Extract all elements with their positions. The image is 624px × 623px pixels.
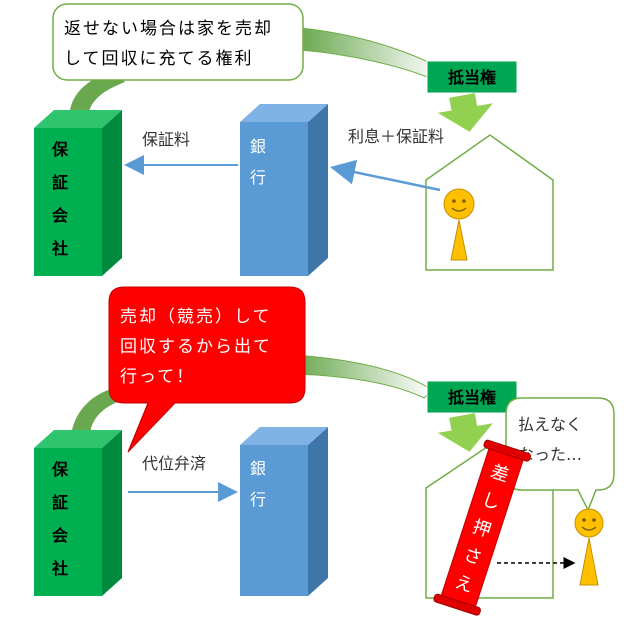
guarantor-char-4-top: 社: [51, 239, 68, 258]
guarantor-speech-connector: [72, 388, 122, 434]
seizure-char-4: さ: [461, 544, 485, 570]
person-bottom: [574, 508, 604, 586]
person-top: [443, 188, 475, 261]
guarantor-char-1-top: 保: [51, 140, 69, 159]
seizure-banner: 差 し 押 さ え: [433, 439, 532, 616]
guarantor-char-3-top: 会: [52, 206, 68, 225]
top-scenario: 返せない場合は家を売却 して回収に充てる権利 抵当権 保 証 会: [34, 3, 554, 276]
mortgage-arrow-top: [437, 93, 493, 132]
foreclosure-speech-bubble: 売却（競売）して 回収するから出て 行って！: [108, 286, 306, 453]
seizure-char-2: し: [479, 489, 503, 515]
guarantee-fee-label: 保証料: [142, 130, 190, 149]
speech-line-3: 行って！: [120, 367, 195, 387]
callout-tail: [299, 27, 441, 79]
mortgage-box-bottom: 抵当権: [426, 380, 518, 414]
mortgage-label-bottom: 抵当権: [448, 388, 496, 407]
bank-char-2-top: 行: [250, 168, 266, 187]
mortgage-label-top: 抵当権: [448, 68, 496, 87]
bottom-scenario: 売却（競売）して 回収するから出て 行って！ 抵当権 払えなく なった…: [34, 286, 615, 616]
bank-char-1-bottom: 銀: [250, 459, 266, 478]
mortgage-box-top: 抵当権: [426, 60, 518, 94]
seizure-char-5: え: [452, 571, 476, 597]
guarantor-building-bottom: 保 証 会 社: [34, 430, 122, 596]
bank-char-1-top: 銀: [250, 137, 266, 156]
guarantor-callout-connector: [70, 70, 125, 115]
bank-char-2-bottom: 行: [250, 490, 266, 509]
guarantor-char-3-bottom: 会: [52, 526, 68, 545]
callout-line-2: して回収に充てる権利: [64, 49, 254, 69]
right-explanation-callout: 返せない場合は家を売却 して回収に充てる権利: [52, 3, 304, 81]
speech-tail-right: [294, 354, 433, 399]
guarantor-char-1-bottom: 保: [51, 460, 69, 479]
interest-fee-label: 利息＋保証料: [348, 127, 444, 146]
bank-building-top: 銀 行: [240, 104, 328, 276]
subrogation-label: 代位弁済: [142, 454, 206, 473]
speech-line-2: 回収するから出て: [120, 337, 272, 357]
guarantor-char-4-bottom: 社: [51, 559, 68, 578]
speech-line-1: 売却（競売）して: [120, 307, 272, 327]
thought-line-1: 払えなく: [518, 415, 582, 434]
guarantor-char-2-bottom: 証: [52, 493, 68, 512]
guarantor-char-2-top: 証: [52, 173, 68, 192]
seizure-char-3: 押: [470, 516, 494, 542]
bank-building-bottom: 銀 行: [240, 427, 328, 596]
seizure-char-1: 差: [488, 461, 512, 487]
guarantor-building-top: 保 証 会 社: [34, 110, 122, 276]
thought-line-2: なった…: [518, 445, 582, 464]
mortgage-arrow-bottom: [437, 413, 493, 452]
unable-to-pay-thought-bubble: 払えなく なった…: [505, 397, 615, 512]
callout-line-1: 返せない場合は家を売却: [64, 19, 273, 39]
interest-fee-arrow: [330, 159, 441, 192]
